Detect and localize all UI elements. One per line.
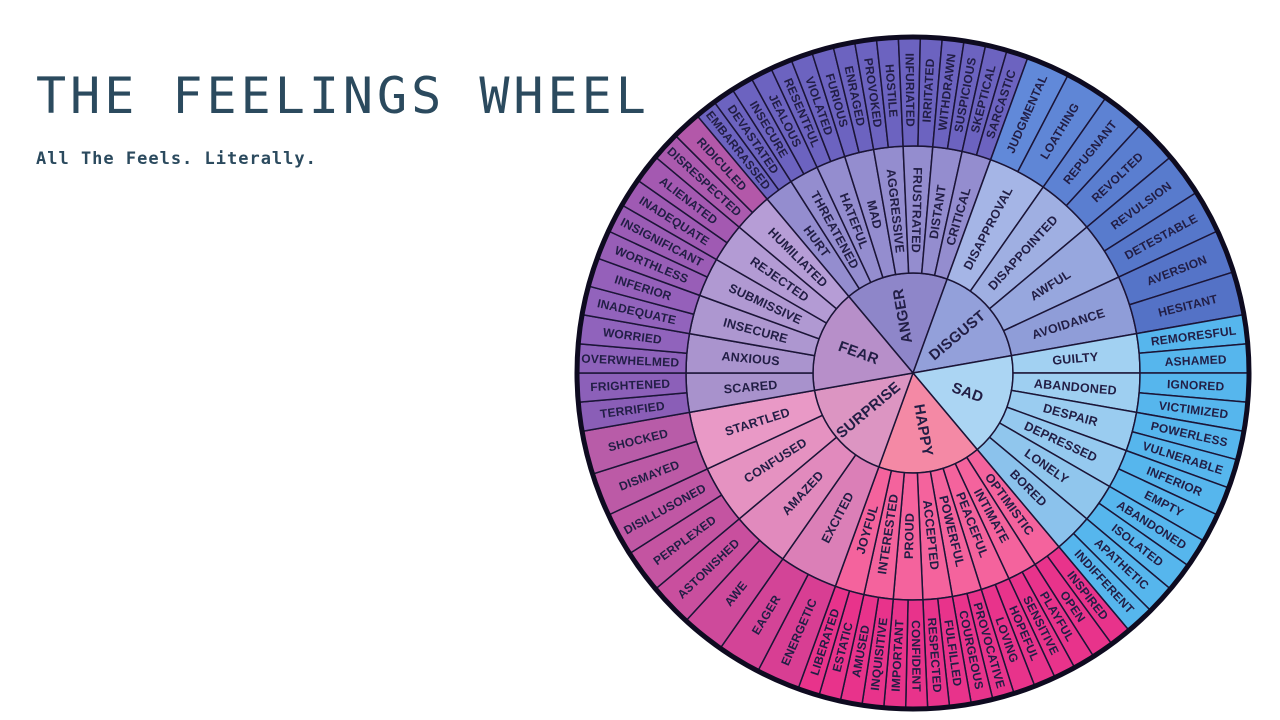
page-subtitle: All The Feels. Literally. [36,148,317,169]
header: THE FEELINGS WHEEL All The Feels. Litera… [36,70,650,169]
middle-label-scared: SCARED [723,378,778,397]
outer-label-respected: RESPECTED [925,617,945,693]
middle-label-mad: MAD [864,199,885,231]
middle-label-anxious: ANXIOUS [721,349,780,368]
outer-label-overwhelmed: OVERWHELMED [581,352,680,370]
outer-label-hostile: HOSTILE [882,64,900,118]
outer-label-confident: CONFIDENT [909,620,924,692]
middle-label-frustrated: FRUSTRATED [909,167,925,253]
outer-label-infuriated: INFURIATED [903,53,918,127]
page-title: THE FEELINGS WHEEL [36,67,650,125]
outer-label-ashamed: ASHAMED [1164,352,1227,369]
wheel-outline [574,34,1252,712]
outer-label-irritated: IRRITATED [920,58,937,123]
outer-label-ignored: IGNORED [1167,377,1225,393]
middle-label-guilty: GUILTY [1052,350,1100,368]
outer-label-frightened: FRIGHTENED [590,377,671,394]
middle-label-proud: PROUD [902,513,917,559]
outer-label-important: IMPORTANT [889,619,907,692]
